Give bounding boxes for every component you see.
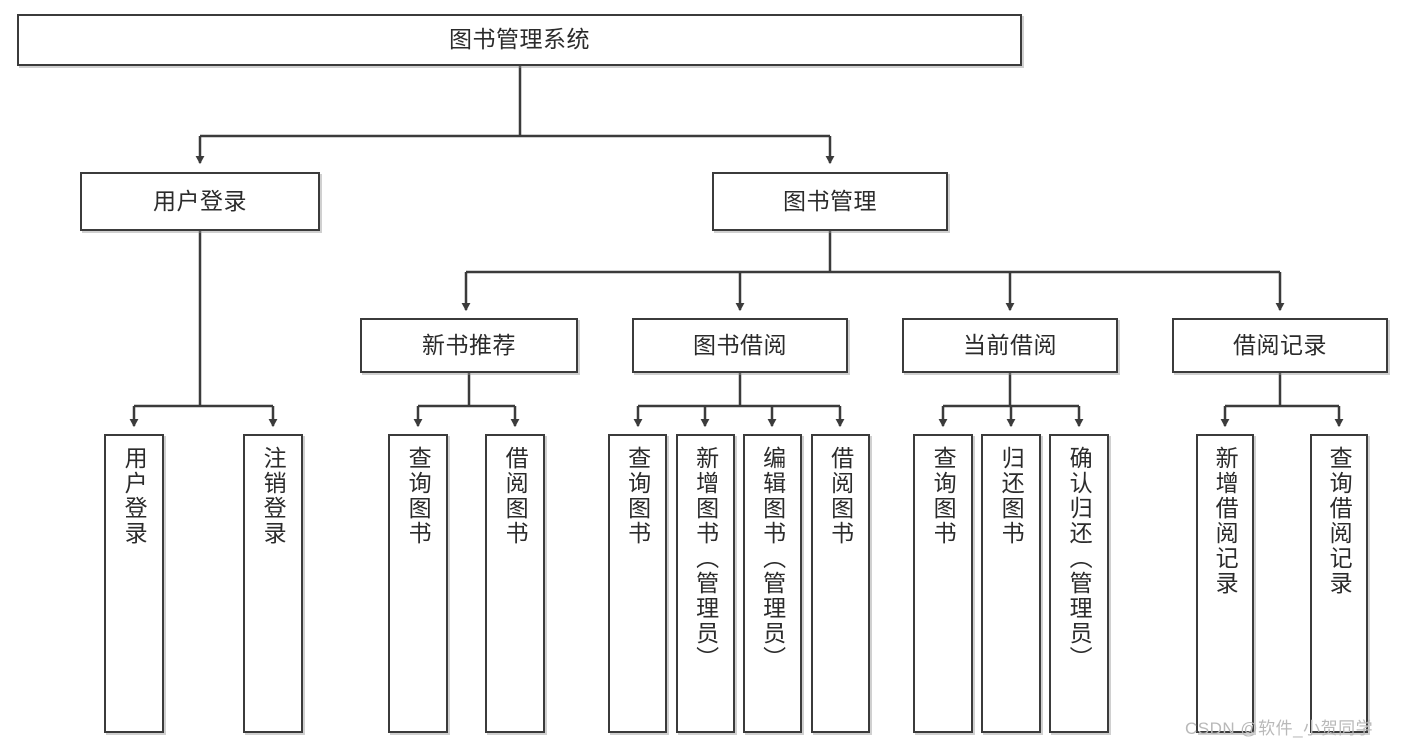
node-label: 新增图书（管理员） [692, 446, 719, 671]
node-leaf-borrow-book-1[interactable]: 借阅图书 [485, 434, 545, 733]
node-label: 借阅图书 [502, 446, 529, 546]
node-label: 确认归还（管理员） [1066, 446, 1093, 671]
node-leaf-query-book-1[interactable]: 查询图书 [388, 434, 448, 733]
node-label: 图书管理 [783, 187, 877, 214]
node-label: 新书推荐 [422, 331, 516, 358]
watermark: CSDN @软件_小贺同学 [1185, 719, 1374, 738]
node-label: 图书管理系统 [449, 26, 590, 53]
node-leaf-query-book-3[interactable]: 查询图书 [913, 434, 973, 733]
node-label: 当前借阅 [963, 331, 1057, 358]
node-leaf-query-borrow-record[interactable]: 查询借阅记录 [1310, 434, 1368, 733]
node-label: 编辑图书（管理员） [759, 446, 786, 671]
node-leaf-logout[interactable]: 注销登录 [243, 434, 303, 733]
node-label: 查询图书 [624, 446, 651, 546]
node-book-manage[interactable]: 图书管理 [712, 172, 948, 231]
node-leaf-borrow-book-2[interactable]: 借阅图书 [811, 434, 870, 733]
node-label: 查询图书 [405, 446, 432, 546]
node-leaf-return-book[interactable]: 归还图书 [981, 434, 1041, 733]
node-leaf-user-login[interactable]: 用户登录 [104, 434, 164, 733]
node-label: 归还图书 [998, 446, 1025, 546]
node-label: 借阅记录 [1233, 331, 1327, 358]
node-new-book-recommend[interactable]: 新书推荐 [360, 318, 578, 373]
node-label: 注销登录 [260, 446, 287, 546]
node-label: 查询借阅记录 [1326, 446, 1353, 596]
node-label: 图书借阅 [693, 331, 787, 358]
node-label: 查询图书 [930, 446, 957, 546]
node-user-login[interactable]: 用户登录 [80, 172, 320, 231]
node-leaf-add-borrow-record[interactable]: 新增借阅记录 [1196, 434, 1254, 733]
node-label: 用户登录 [121, 446, 148, 546]
node-leaf-edit-book-admin[interactable]: 编辑图书（管理员） [743, 434, 802, 733]
node-label: 用户登录 [153, 187, 247, 214]
node-label: 新增借阅记录 [1212, 446, 1239, 596]
node-book-borrow[interactable]: 图书借阅 [632, 318, 848, 373]
node-leaf-query-book-2[interactable]: 查询图书 [608, 434, 667, 733]
node-root[interactable]: 图书管理系统 [17, 14, 1022, 66]
node-leaf-confirm-return-admin[interactable]: 确认归还（管理员） [1049, 434, 1109, 733]
node-label: 借阅图书 [827, 446, 854, 546]
node-leaf-add-book-admin[interactable]: 新增图书（管理员） [676, 434, 735, 733]
node-borrow-record[interactable]: 借阅记录 [1172, 318, 1388, 373]
node-current-borrow[interactable]: 当前借阅 [902, 318, 1118, 373]
